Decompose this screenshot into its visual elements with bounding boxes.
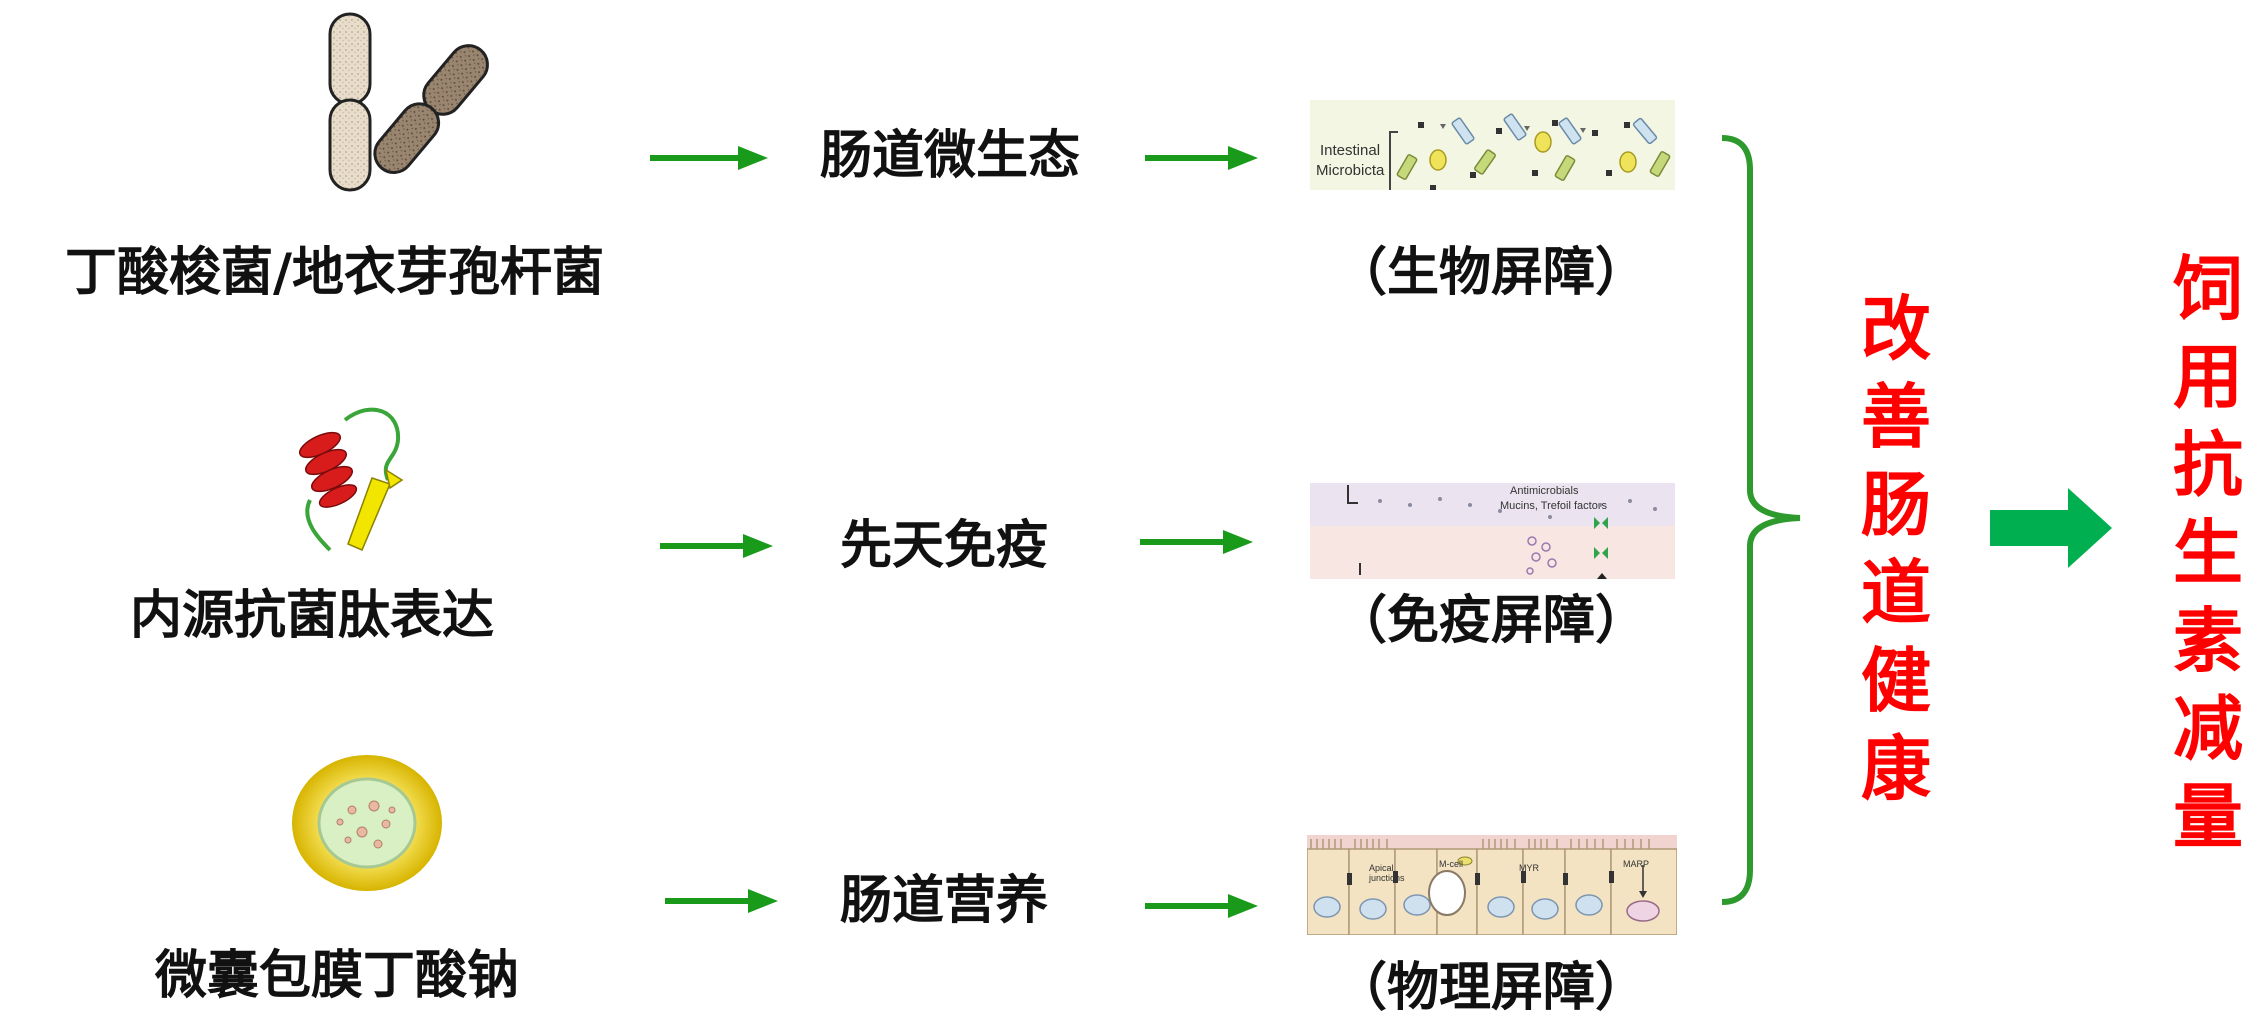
- physical-label-mcell: M-cell: [1439, 859, 1463, 869]
- microbiota-illustration: [1389, 113, 1671, 190]
- barrier-label-immune: （免疫屏障）: [1335, 591, 1648, 651]
- physical-label-apical: Apical junctions: [1369, 863, 1405, 883]
- physical-label-marp: MARP: [1623, 859, 1650, 869]
- microbiota-label-line1: Intestinal: [1320, 142, 1381, 159]
- final-reduce-feed-antibiotics: 饲用抗生素减量: [2173, 248, 2243, 858]
- source-label-peptide: 内源抗菌肽表达: [130, 586, 495, 646]
- microcapsule-icon: [292, 755, 442, 891]
- physical-panel: Apical junctions M-cell MYR MARP: [1307, 835, 1677, 935]
- arrow-row3-b: [1145, 894, 1258, 918]
- barrier-label-physical: （物理屏障）: [1335, 958, 1648, 1018]
- immune-label-line2: Mucins, Trefoil factors: [1500, 500, 1607, 512]
- big-right-arrow: [1990, 488, 2112, 568]
- arrow-row1-b: [1145, 146, 1258, 170]
- arrow-row3-a: [665, 889, 778, 913]
- physical-label-mvr: MYR: [1519, 863, 1539, 873]
- result-improve-gut-health: 改善肠道健康: [1861, 288, 1931, 810]
- microbiota-panel: Intestinal Microbicta: [1310, 100, 1675, 190]
- source-label-probiotics: 丁酸梭菌/地衣芽孢杆菌: [65, 243, 604, 303]
- epithelium-illustration: [1307, 835, 1677, 935]
- bacteria-rods-icon: [328, 12, 489, 192]
- source-label-butyrate: 微囊包膜丁酸钠: [155, 946, 520, 1006]
- arrow-row1-a: [650, 146, 768, 170]
- arrow-row2-a: [660, 534, 773, 558]
- mechanism-gut-microecology: 肠道微生态: [820, 126, 1081, 186]
- microbiota-label-line2: Microbicta: [1316, 162, 1385, 179]
- antimicrobial-peptide-icon: [298, 407, 404, 552]
- immune-panel: Antimicrobials Mucins, Trefoil factors: [1310, 483, 1675, 579]
- mechanism-innate-immunity: 先天免疫: [840, 516, 1049, 576]
- immune-label-line1: Antimicrobials: [1510, 485, 1579, 497]
- grouping-bracket: [1721, 135, 1801, 905]
- barrier-label-biological: （生物屏障）: [1335, 243, 1648, 303]
- mechanism-gut-nutrition: 肠道营养: [840, 871, 1049, 931]
- immune-illustration: [1347, 485, 1657, 579]
- arrow-row2-b: [1140, 530, 1253, 554]
